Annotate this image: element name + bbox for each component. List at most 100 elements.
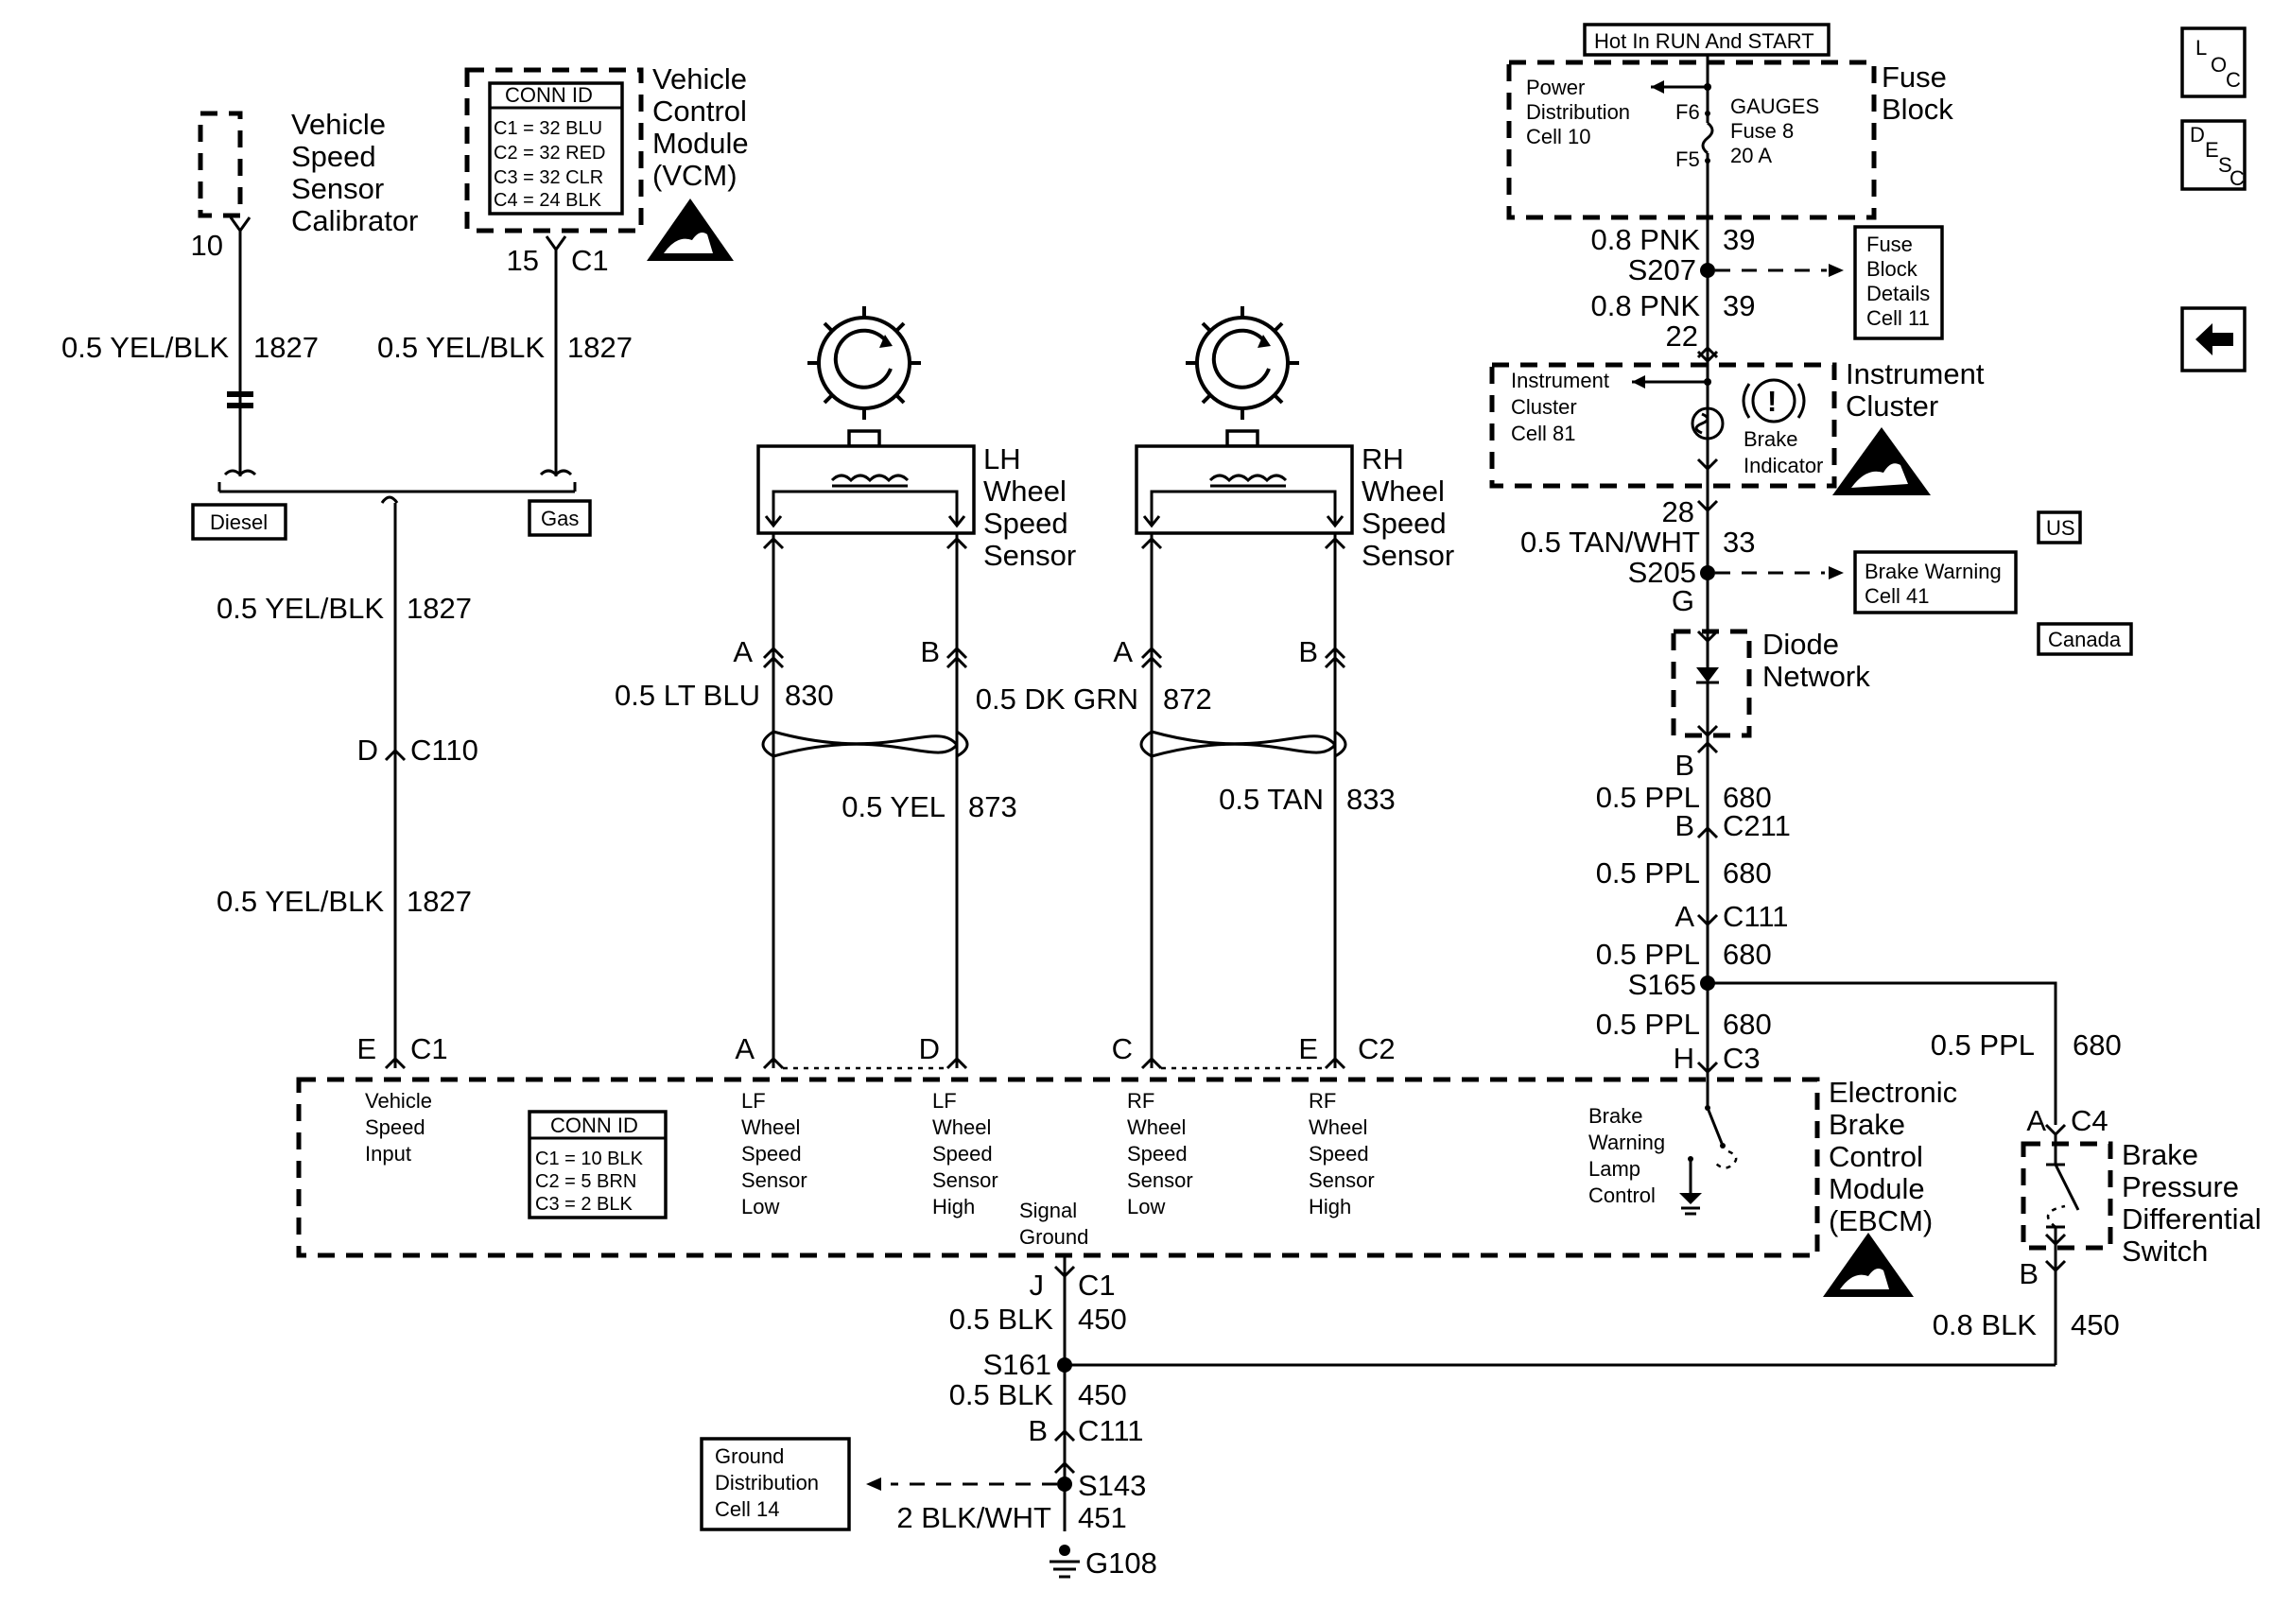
w7-circuit: 680 — [1723, 1008, 1772, 1041]
hot-in-run-start-header — [1583, 23, 1831, 57]
signal-ground-1: Signal — [1019, 1199, 1077, 1222]
gd-1: Ground — [715, 1444, 784, 1468]
gd-2: Distribution — [715, 1471, 819, 1494]
fbd-1: Fuse — [1866, 233, 1913, 256]
diode-network-2: Network — [1762, 660, 1870, 693]
rh-twisted-pair-icon — [1139, 730, 1337, 758]
s161-label: S161 — [983, 1348, 1051, 1381]
w7-color: 0.5 PPL — [1596, 1008, 1700, 1041]
s143-label: S143 — [1078, 1469, 1146, 1502]
fuse-8-label: Fuse 8 — [1730, 119, 1794, 143]
lh-wheel-speed-sensor — [756, 444, 976, 535]
sw-b-pin: B — [2019, 1257, 2039, 1290]
desc-button[interactable]: D E S C — [2180, 119, 2247, 191]
c111-label: C111 — [1723, 900, 1789, 933]
bulb-icon — [1691, 406, 1725, 441]
desc-s: S — [2218, 153, 2232, 177]
lfl-5: Low — [741, 1195, 779, 1218]
fuse-f6: F6 — [1675, 100, 1700, 124]
rh-a-circuit: 872 — [1163, 682, 1212, 716]
back-button[interactable] — [2180, 306, 2247, 372]
fuse-block — [1506, 60, 1877, 220]
ground-distribution-box[interactable] — [700, 1437, 851, 1531]
w2-color: 0.8 PNK — [1591, 289, 1701, 322]
ic-cell-1: Instrument — [1511, 369, 1609, 392]
bpds-4: Switch — [2122, 1235, 2208, 1268]
vss-w1-color: 0.5 YEL/BLK — [217, 592, 384, 625]
rh-a-color: 0.5 DK GRN — [976, 682, 1138, 716]
splice-s143 — [1057, 1477, 1072, 1492]
vcm-pin: 15 — [507, 244, 539, 277]
lh-a-color: 0.5 LT BLU — [615, 679, 760, 712]
desc-d: D — [2190, 123, 2205, 147]
loc-button[interactable]: L O C — [2180, 26, 2247, 98]
w3-circuit: 33 — [1723, 526, 1755, 559]
ground-w3-color: 2 BLK/WHT — [896, 1501, 1051, 1534]
rfh-1: RF — [1309, 1089, 1336, 1113]
vss-w2-circuit: 1827 — [407, 885, 472, 918]
power-distribution-1: Power — [1526, 76, 1585, 99]
vss-calibrator — [198, 111, 243, 218]
brake-warning-box[interactable] — [1853, 550, 2018, 614]
switch-contact-icon — [2054, 1164, 2080, 1211]
w8-color: 0.5 PPL — [1931, 1028, 2035, 1062]
w1-color: 0.8 PNK — [1591, 223, 1701, 256]
rfh-2: Wheel — [1309, 1115, 1367, 1139]
s205-label: S205 — [1628, 556, 1696, 589]
back-arrow-icon — [2195, 323, 2233, 355]
ebcm-c3: C3 = 2 BLK — [535, 1194, 633, 1215]
rfh-5: High — [1309, 1195, 1351, 1218]
rh-title-4: Sensor — [1362, 539, 1454, 572]
c3-pin: H — [1674, 1042, 1694, 1075]
vss-cal-color: 0.5 YEL/BLK — [61, 331, 229, 364]
w6-color: 0.5 PPL — [1596, 938, 1700, 971]
instrument-cluster — [1489, 362, 1837, 489]
pin-g: G — [1672, 584, 1694, 617]
bwlc-3: Lamp — [1588, 1157, 1640, 1181]
desc-e: E — [2205, 138, 2219, 162]
rh-ebcm-e: E — [1298, 1032, 1318, 1065]
lh-coil-icon — [830, 474, 910, 483]
vcm-esd-icon — [647, 199, 734, 261]
us-tag — [2037, 510, 2082, 544]
fuse-block-details-box[interactable] — [1853, 225, 1944, 340]
rh-ebcm-c: C — [1112, 1032, 1133, 1065]
bpds-2: Pressure — [2122, 1170, 2239, 1203]
rh-tone-wheel-icon — [1186, 306, 1299, 420]
fuse-block-title-2: Block — [1882, 93, 1953, 126]
w6-circuit: 680 — [1723, 938, 1772, 971]
rfl-3: Speed — [1127, 1142, 1188, 1166]
ebcm — [296, 1077, 1820, 1258]
gas-text: Gas — [541, 507, 579, 530]
vcm-conn-title: CONN ID — [505, 83, 593, 107]
w3-color: 0.5 TAN/WHT — [1520, 526, 1700, 559]
lfh-2: Wheel — [932, 1115, 991, 1139]
ebcm-c1: C1 = 10 BLK — [535, 1149, 644, 1169]
c110-pin: D — [357, 734, 378, 767]
fbd-2: Block — [1866, 257, 1918, 281]
lfl-4: Sensor — [741, 1168, 807, 1192]
ground-j-pin: J — [1030, 1269, 1045, 1302]
w8-circuit: 680 — [2073, 1028, 2122, 1062]
ebcm-esd-icon — [1823, 1233, 1914, 1297]
inline-connector-icon — [227, 391, 253, 397]
rh-b-circuit: 833 — [1346, 783, 1396, 816]
g108-label: G108 — [1085, 1546, 1157, 1580]
w5-color: 0.5 PPL — [1596, 856, 1700, 890]
instrument-cluster-title-1: Instrument — [1846, 357, 1985, 390]
brake-warning-2: Cell 41 — [1865, 584, 1929, 608]
w4-circuit: 680 — [1723, 781, 1772, 814]
rfl-4: Sensor — [1127, 1168, 1193, 1192]
vcm-c2: C2 = 32 RED — [494, 143, 605, 164]
loc-o: O — [2211, 53, 2227, 77]
rh-pin-b: B — [1298, 635, 1318, 668]
c211-pin: B — [1674, 809, 1694, 842]
ground-w1-circuit: 450 — [1078, 1303, 1127, 1336]
power-distribution-2: Distribution — [1526, 100, 1630, 124]
brake-warning-1: Brake Warning — [1865, 560, 2002, 583]
diesel-tag — [191, 503, 287, 541]
rh-title-1: RH — [1362, 442, 1404, 475]
fuse-f5: F5 — [1675, 147, 1700, 171]
vss-c1-label: C1 — [410, 1032, 448, 1065]
fbd-4: Cell 11 — [1866, 306, 1930, 330]
